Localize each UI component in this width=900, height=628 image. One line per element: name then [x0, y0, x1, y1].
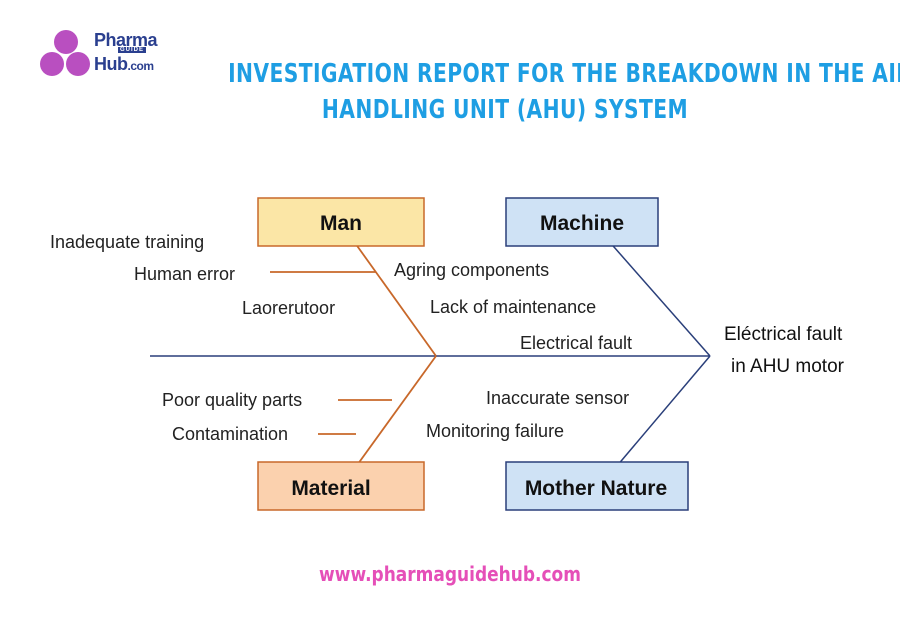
logo-dot-left — [40, 52, 64, 76]
logo-dot-right — [66, 52, 90, 76]
cause-agring-components: Agring components — [394, 260, 549, 280]
cause-laorerutoor: Laorerutoor — [242, 298, 335, 318]
brand-logo: Pharma GUIDE Hub.com — [40, 30, 180, 80]
material-box — [257, 461, 425, 511]
cause-inadequate-training: Inadequate training — [50, 232, 204, 252]
logo-text-hub-name: Hub — [94, 54, 128, 74]
logo-dot-top — [54, 30, 78, 54]
logo-text-pharma: Pharma — [94, 30, 158, 50]
effect-line2: in AHU motor — [731, 356, 845, 377]
page-title-line2: HANDLING UNIT (AHU) SYSTEM — [321, 95, 689, 125]
mother-nature-box — [505, 461, 689, 511]
diagram-panel — [40, 196, 870, 518]
cause-human-error: Human error — [134, 264, 235, 284]
cause-poor-quality-parts: Poor quality parts — [162, 390, 302, 410]
mother-nature-label: Mother Nature — [525, 477, 667, 500]
cause-electrical-fault: Electrical fault — [520, 333, 632, 353]
man-label: Man — [320, 212, 362, 235]
machine-box — [505, 197, 659, 247]
cause-inaccurate-sensor: Inaccurate sensor — [486, 388, 629, 408]
logo-text-com: .com — [127, 59, 155, 73]
material-label: Material — [291, 477, 370, 500]
logo-text-guide: GUIDE — [118, 47, 147, 53]
machine-label: Machine — [540, 212, 624, 235]
cause-contamination: Contamination — [172, 424, 288, 444]
man-box — [257, 197, 425, 247]
cause-monitoring-failure: Monitoring failure — [426, 421, 564, 441]
effect-line1: Eléctrical fault — [724, 324, 843, 345]
footer-url[interactable]: www.pharmaguidehub.com — [319, 562, 581, 586]
cause-lack-of-maintenance: Lack of maintenance — [430, 297, 596, 317]
logo-text-hub: Hub.com — [94, 54, 154, 75]
